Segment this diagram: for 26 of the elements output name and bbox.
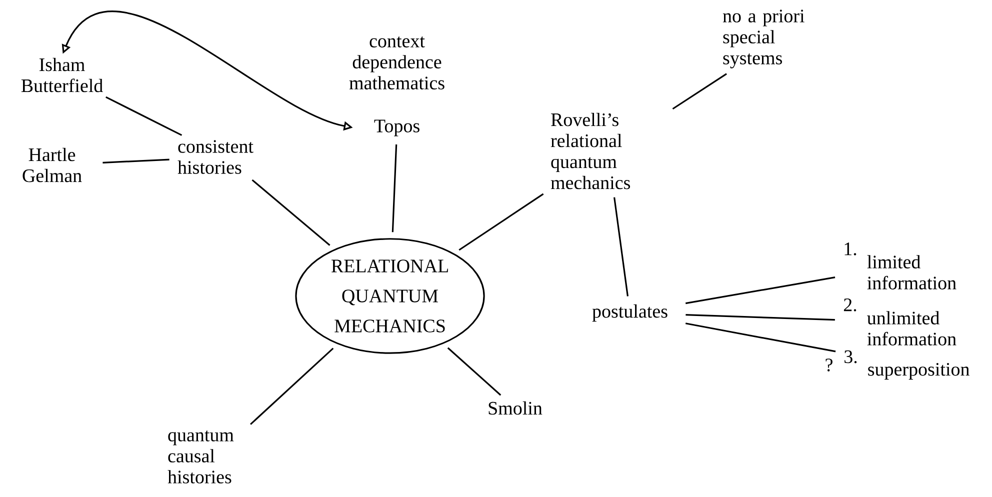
topic-label: Hartle Gelman: [22, 148, 82, 182]
connector-line: [102, 158, 170, 164]
note-text: context dependence mathematics: [349, 36, 444, 90]
note-text: ?: [826, 358, 832, 372]
connector-line: [686, 314, 835, 321]
connector-line: [685, 276, 836, 304]
connector-line: [685, 322, 836, 352]
topic-label: Isham Butterfield: [21, 58, 103, 92]
topic-label: Rovelli’s relational quantum mechanics: [550, 112, 630, 190]
connector-line: [392, 144, 398, 232]
connector-line: [458, 193, 544, 251]
numbered-item: 3. superposition: [844, 350, 970, 380]
topic-label: Smolin: [488, 401, 542, 415]
numbered-item: 2. unlimited information: [844, 298, 956, 346]
topic-label: postulates: [592, 304, 668, 322]
topic-label: Topos: [374, 120, 420, 136]
connector-line: [250, 348, 334, 425]
connector-line: [672, 73, 727, 110]
topic-label: no a priori special systems: [722, 10, 804, 68]
connector-line: [252, 179, 330, 246]
topic-label: consistent histories: [178, 140, 254, 174]
connector-line: [447, 347, 502, 396]
connector-line: [614, 197, 629, 296]
connector-line: [106, 96, 182, 136]
topic-label: quantum causal histories: [168, 430, 234, 484]
numbered-item: 1. limited information: [844, 242, 956, 290]
